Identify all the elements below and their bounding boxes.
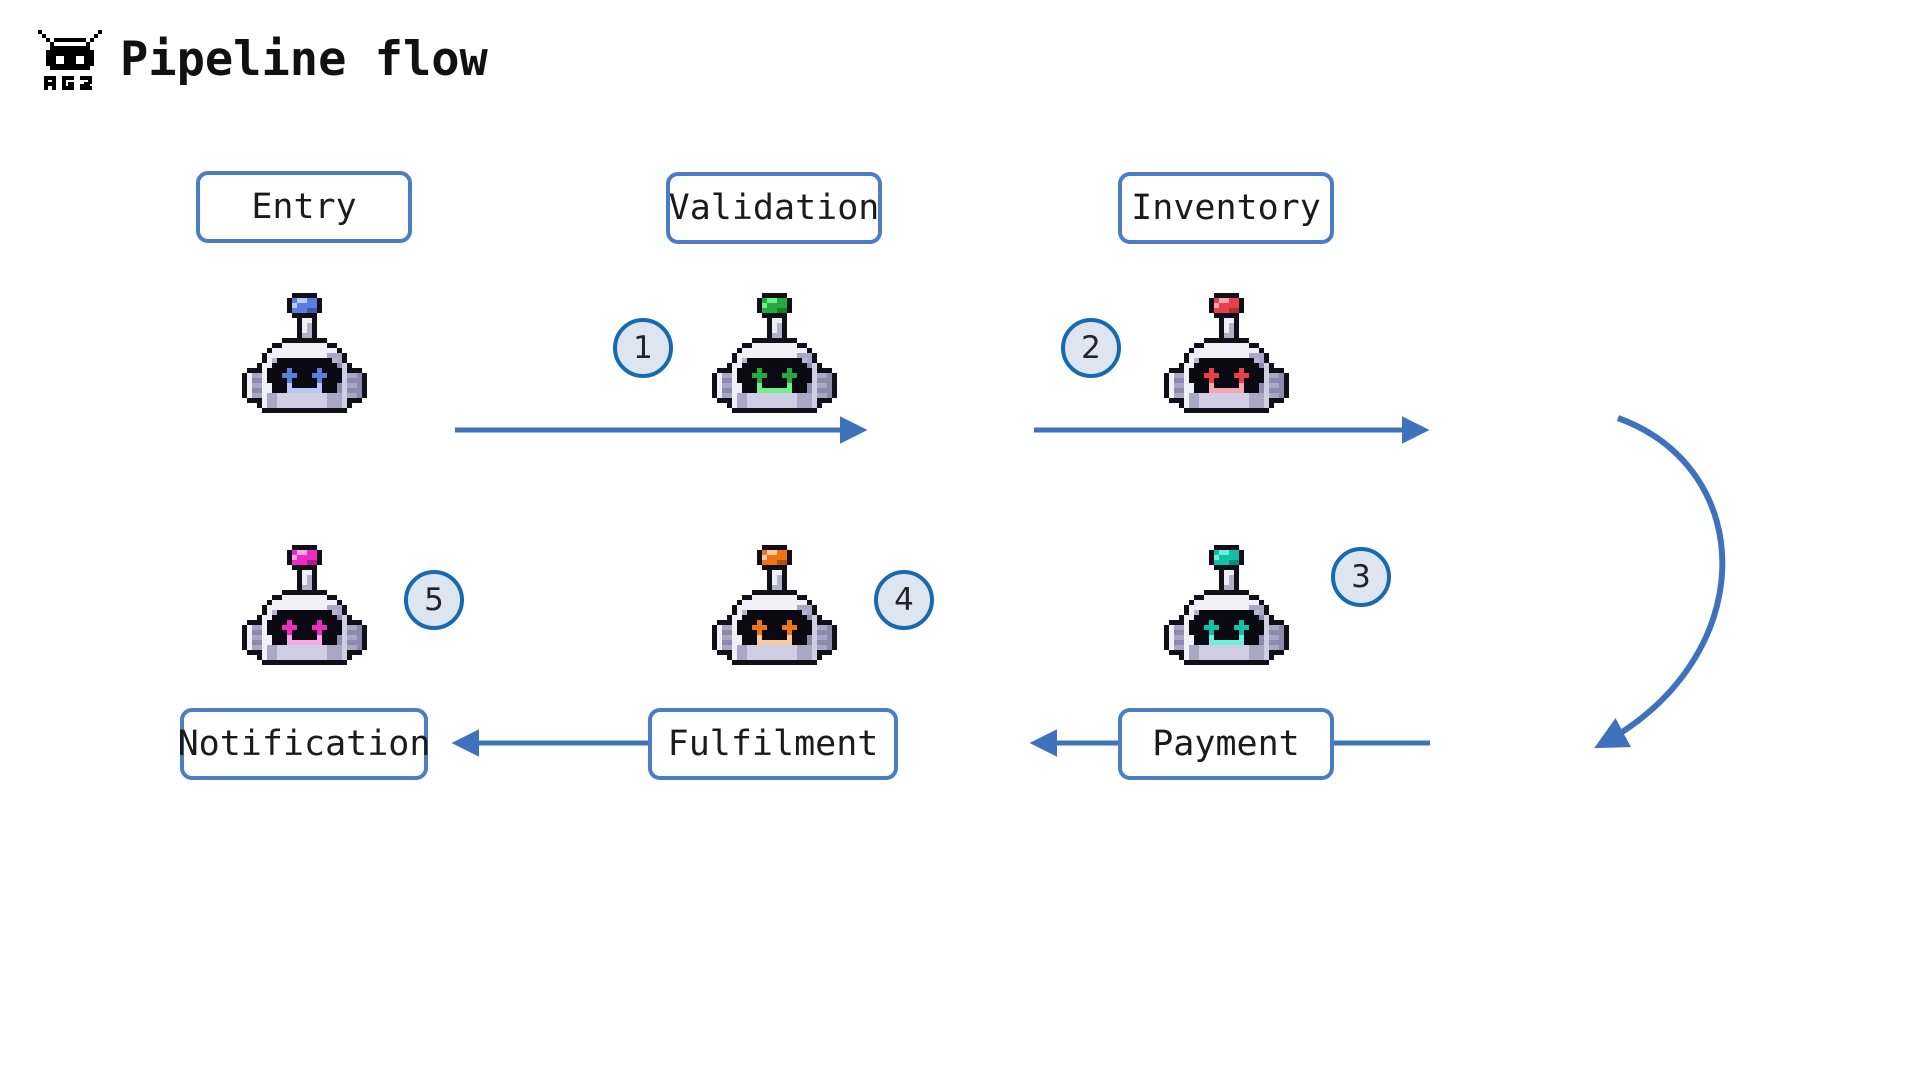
page-title: Pipeline flow [120, 31, 488, 87]
edge-inventory-to-payment [1594, 415, 1726, 749]
node-box-notification[interactable]: Notification [177, 708, 431, 780]
node-label-fulfilment: Fulfilment [667, 723, 879, 764]
node-label-validation: Validation [668, 187, 880, 228]
node-label-inventory: Inventory [1131, 187, 1321, 228]
node-box-payment[interactable]: Payment [1118, 708, 1334, 780]
robot-avatar-notification[interactable] [222, 530, 382, 690]
page-header: Pipeline flow [34, 28, 488, 90]
step-badge-4-label: 4 [894, 581, 914, 618]
node-label-notification: Notification [177, 723, 431, 764]
node-box-inventory[interactable]: Inventory [1118, 172, 1334, 244]
robot-avatar-fulfilment[interactable] [692, 530, 852, 690]
step-badge-5[interactable]: 5 [404, 570, 464, 630]
step-badge-3-label: 3 [1351, 558, 1371, 595]
robot-avatar-payment[interactable] [1144, 530, 1304, 690]
step-badge-1[interactable]: 1 [613, 318, 673, 378]
robot-avatar-inventory[interactable] [1144, 278, 1304, 438]
step-badge-2-label: 2 [1081, 329, 1101, 366]
step-badge-2[interactable]: 2 [1061, 318, 1121, 378]
node-box-fulfilment[interactable]: Fulfilment [648, 708, 898, 780]
step-badge-3[interactable]: 3 [1331, 547, 1391, 607]
robot-avatar-validation[interactable] [692, 278, 852, 438]
node-box-entry[interactable]: Entry [196, 171, 412, 243]
ag2-robot-logo-icon [38, 30, 102, 90]
node-box-validation[interactable]: Validation [666, 172, 882, 244]
node-label-entry: Entry [251, 186, 357, 227]
step-badge-4[interactable]: 4 [874, 570, 934, 630]
node-label-payment: Payment [1152, 723, 1300, 764]
step-badge-1-label: 1 [633, 329, 653, 366]
robot-avatar-entry[interactable] [222, 278, 382, 438]
step-badge-5-label: 5 [424, 581, 444, 618]
